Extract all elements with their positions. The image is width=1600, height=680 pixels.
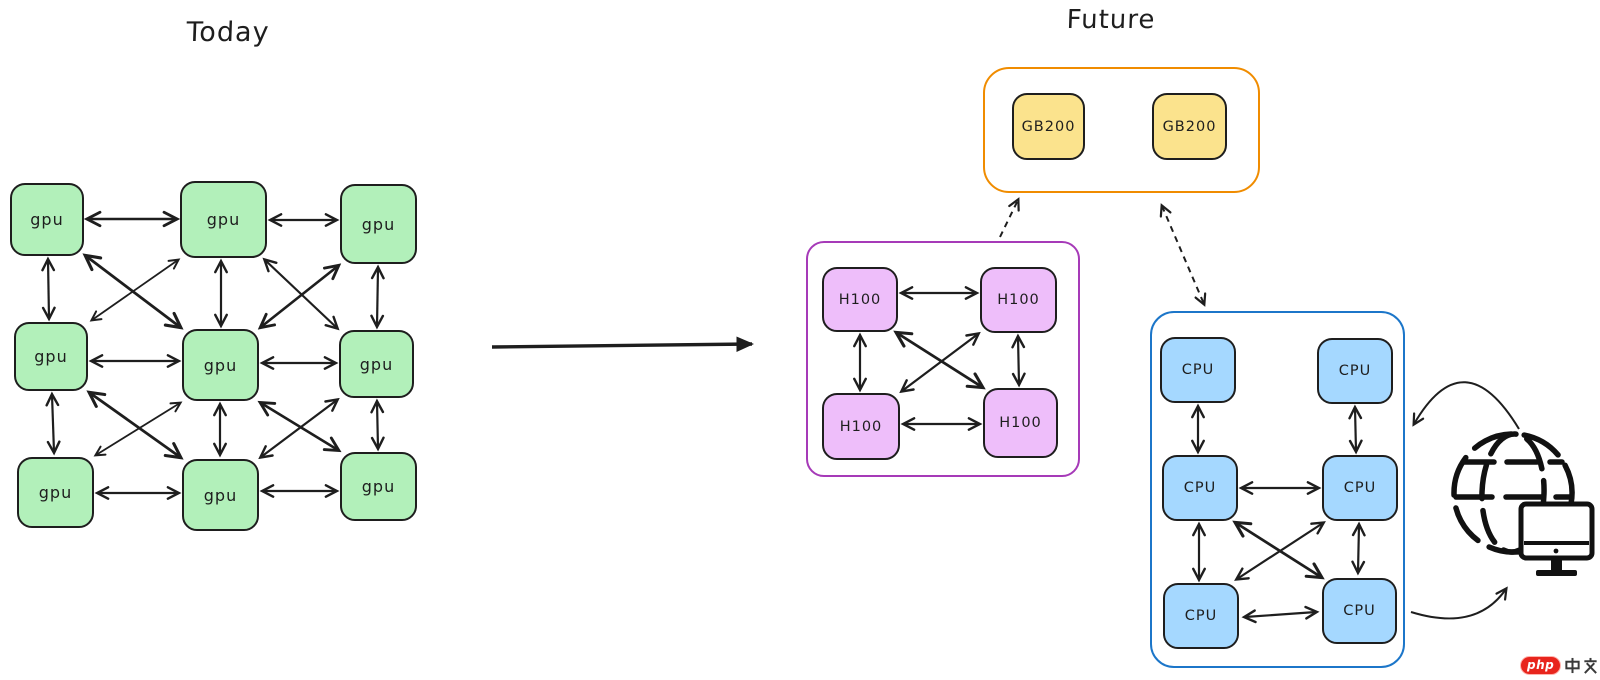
h100-node: H100 (822, 393, 900, 460)
watermark: php (1520, 656, 1600, 675)
h100-node: H100 (983, 388, 1058, 458)
cpu-node: CPU (1322, 578, 1397, 644)
internet-curved-arrows (1410, 381, 1520, 620)
cpu-node: CPU (1317, 338, 1393, 404)
gpu-node: gpu (182, 329, 259, 401)
gpu-node: gpu (339, 330, 414, 398)
cpu-node: CPU (1322, 455, 1398, 521)
cpu-node: CPU (1162, 455, 1238, 521)
cpu-node: CPU (1163, 583, 1239, 649)
cpu-mesh-arrows (1191, 403, 1366, 624)
watermark-php-badge: php (1520, 656, 1562, 675)
h100-node: H100 (822, 267, 898, 332)
gpu-node: gpu (17, 457, 94, 528)
char-wen (1584, 657, 1598, 674)
cpu-node: CPU (1160, 337, 1236, 403)
gpu-node: gpu (182, 459, 259, 531)
gb200-node: GB200 (1152, 93, 1227, 160)
gpu-node: gpu (10, 183, 84, 256)
cpu-cluster (1150, 311, 1405, 668)
cluster-dashed-links (999, 197, 1207, 307)
gpu-node: gpu (14, 322, 88, 391)
gpu-node: gpu (340, 452, 417, 521)
h100-mesh-arrows (853, 286, 1026, 431)
gpu-node: gpu (180, 181, 267, 258)
today-mesh-arrows (41, 210, 385, 500)
char-zhong (1565, 657, 1580, 674)
gb200-node: GB200 (1012, 93, 1085, 160)
h100-cluster (806, 241, 1080, 477)
today-to-future-arrow (491, 336, 755, 352)
gb200-cluster (983, 67, 1260, 193)
watermark-site-text (1564, 657, 1600, 674)
monitor-icon (1518, 501, 1595, 576)
h100-node: H100 (980, 267, 1057, 333)
gpu-node: gpu (340, 184, 417, 264)
